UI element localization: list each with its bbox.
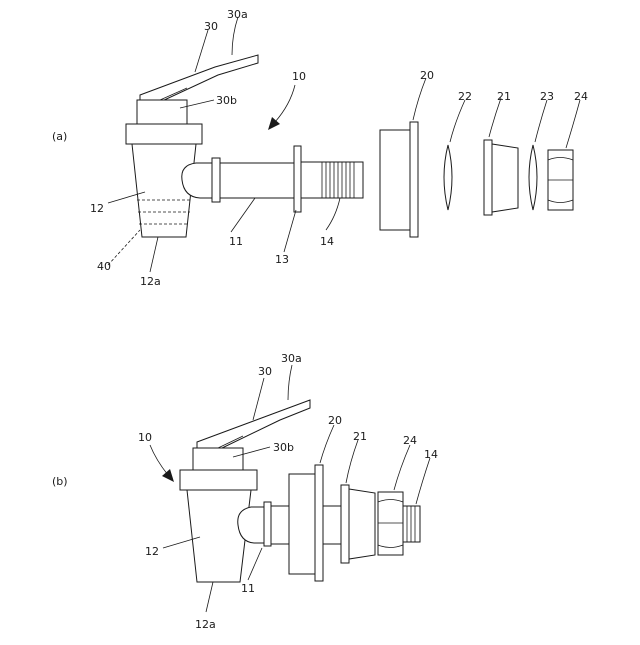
label-20-a: 20 (420, 69, 434, 82)
label-14-b: 14 (424, 448, 438, 461)
label-14-a: 14 (320, 235, 334, 248)
bushing-21-a (484, 140, 518, 215)
pipe-11-b (238, 502, 289, 546)
label-21-a: 21 (497, 90, 511, 103)
label-30-a: 30 (204, 20, 218, 33)
body-cap-b (180, 470, 257, 490)
nut-housing-20-b (289, 465, 341, 581)
label-40-a: 40 (97, 260, 111, 273)
label-30b-b: 30b (273, 441, 294, 454)
label-11-a: 11 (229, 235, 243, 248)
label-22-a: 22 (458, 90, 472, 103)
figure-b: (b) (52, 352, 438, 631)
nut-housing-20-a (380, 122, 418, 237)
assembly-arrow-10-b (150, 445, 174, 482)
label-24-a: 24 (574, 90, 588, 103)
washer-23-a (529, 145, 537, 210)
figure-a: (a) (52, 8, 588, 288)
label-21-b: 21 (353, 430, 367, 443)
washer-22-a (444, 145, 452, 210)
assembly-arrow-10-a (268, 85, 295, 130)
flange-13-a (294, 146, 301, 212)
lever-30-b (193, 400, 310, 472)
label-10-a: 10 (292, 70, 306, 83)
label-12a-b: 12a (195, 618, 216, 631)
label-30a-b: 30a (281, 352, 302, 365)
body-cap-a (126, 124, 202, 144)
lever-30-a (137, 55, 258, 125)
nut-24-b (378, 492, 403, 555)
label-30a-a: 30a (227, 8, 248, 21)
panel-label-b: (b) (52, 475, 68, 488)
thread-14-a (301, 162, 363, 198)
label-12a-a: 12a (140, 275, 161, 288)
label-20-b: 20 (328, 414, 342, 427)
bushing-21-b (341, 485, 375, 563)
label-11-b: 11 (241, 582, 255, 595)
thread-14-b (403, 506, 420, 542)
label-12-a: 12 (90, 202, 104, 215)
nut-24-a (548, 150, 573, 210)
label-30-b: 30 (258, 365, 272, 378)
label-30b-a: 30b (216, 94, 237, 107)
label-23-a: 23 (540, 90, 554, 103)
panel-label-a: (a) (52, 130, 67, 143)
label-10-b: 10 (138, 431, 152, 444)
pipe-11-a (182, 158, 296, 202)
label-12-b: 12 (145, 545, 159, 558)
label-24-b: 24 (403, 434, 417, 447)
label-13-a: 13 (275, 253, 289, 266)
